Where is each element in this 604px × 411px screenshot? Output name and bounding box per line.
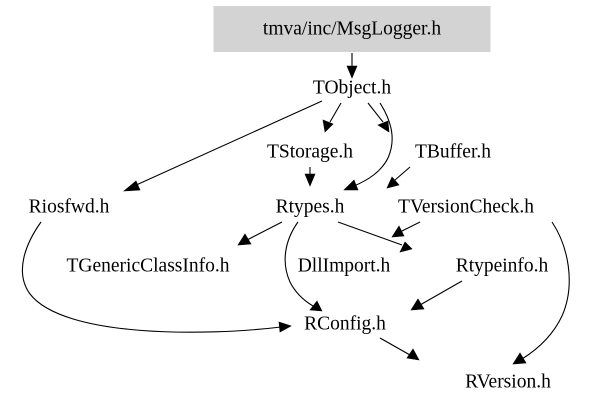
edge-tbuffer-to-tversioncheck [386,166,411,189]
node-label: DllImport.h [298,255,391,276]
node-label: RVersion.h [465,371,551,392]
node-tstorage[interactable]: TStorage.h [252,138,368,166]
node-label: TGenericClassInfo.h [67,255,230,276]
node-riosfwd[interactable]: Riosfwd.h [14,193,124,221]
arrowhead-icon [406,348,420,361]
edge-line [394,166,411,181]
edge-line [284,221,314,307]
arrowhead-icon [278,321,292,333]
node-label: TObject.h [313,77,391,98]
arrowhead-icon [512,352,527,365]
edge-tobject-to-rtypes [343,102,393,191]
edges-layer [21,53,570,365]
edge-line [246,221,283,241]
edge-line [399,221,421,233]
arrowhead-icon [123,180,141,192]
arrowhead-icon [346,65,358,79]
node-label: Riosfwd.h [29,196,110,217]
node-dllimport[interactable]: DllImport.h [282,252,406,280]
node-msglogger[interactable]: tmva/inc/MsgLogger.h [213,6,491,52]
edge-tobject-to-riosfwd [123,100,323,192]
node-label: RConfig.h [304,313,386,334]
node-rtypeinfo[interactable]: Rtypeinfo.h [440,252,564,280]
node-tversioncheck[interactable]: TVersionCheck.h [378,193,555,221]
edge-line [353,102,393,187]
edge-tstorage-to-rtypes [304,167,316,187]
node-label: TBuffer.h [415,141,491,162]
edge-line [21,221,282,333]
edge-rtypes-to-tgenericclassinfo [237,221,283,246]
edge-line [367,102,384,123]
arrowhead-icon [237,233,252,246]
edge-rtypeinfo-to-rconfig [410,280,463,311]
edge-line [419,280,463,306]
node-tobject[interactable]: TObject.h [298,74,406,102]
arrowhead-icon [309,300,323,312]
arrowhead-icon [377,120,390,133]
node-label: TStorage.h [267,141,353,162]
arrowhead-icon [386,176,400,189]
node-label: TVersionCheck.h [398,196,534,217]
edge-tobject-to-tstorage [322,102,342,133]
node-background-highlight [213,6,491,52]
edge-line [521,221,570,360]
arrowhead-icon [322,119,334,133]
edge-msglogger-to-tobject [346,53,358,79]
node-tgenericclassinfo[interactable]: TGenericClassInfo.h [37,252,259,280]
node-rversion[interactable]: RVersion.h [448,368,568,396]
edge-line [337,221,403,246]
edge-line [329,102,342,123]
edge-line [133,100,323,187]
node-rtypes[interactable]: Rtypes.h [261,193,359,221]
edge-riosfwd-to-rconfig [21,221,292,333]
node-tbuffer[interactable]: TBuffer.h [402,138,505,166]
edge-line [379,337,411,356]
arrowhead-icon [410,298,425,311]
arrowhead-icon [304,173,316,187]
edge-tversioncheck-to-rtypes [391,221,421,238]
edge-tversioncheck-to-rversion [512,221,570,365]
arrowhead-icon [391,225,405,238]
edge-tobject-to-tbuffer [367,102,390,133]
node-label: Rtypeinfo.h [456,255,549,276]
node-label: Rtypes.h [276,196,345,217]
arrowhead-icon [399,241,413,253]
edge-rtypes-to-rtypeinfo [337,221,413,253]
node-rconfig[interactable]: RConfig.h [291,310,399,338]
edge-rtypes-to-rconfig [284,221,323,312]
edge-rconfig-to-rversion [379,337,420,361]
node-label: tmva/inc/MsgLogger.h [263,18,441,39]
arrowhead-icon [343,179,359,191]
